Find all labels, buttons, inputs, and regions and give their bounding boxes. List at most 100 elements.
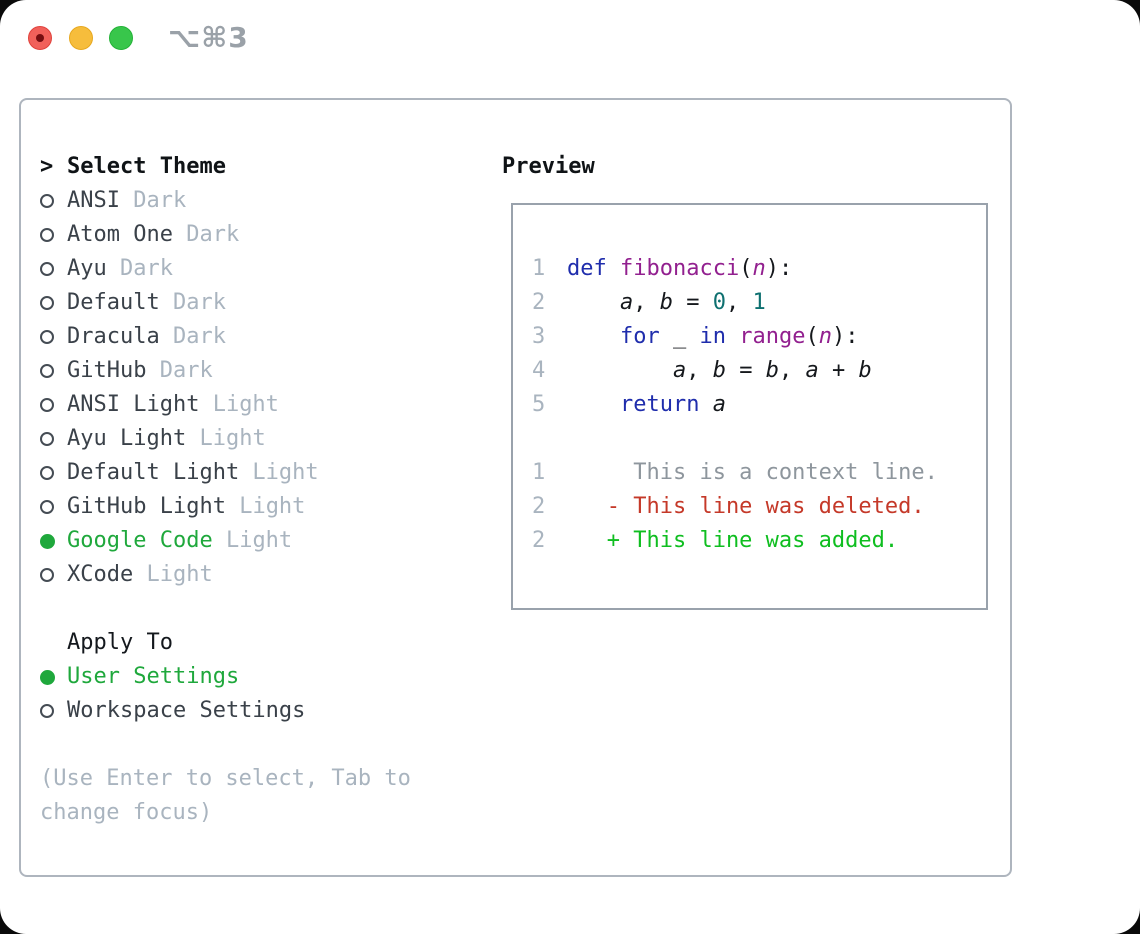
code-text: + This line was added. bbox=[567, 528, 899, 553]
code-line: 2 - This line was deleted. bbox=[532, 490, 938, 524]
theme-option-label: Dracula bbox=[67, 324, 160, 349]
radio-icon bbox=[40, 432, 54, 446]
theme-variant-label: Dark bbox=[146, 358, 213, 383]
theme-option-label: Google Code bbox=[67, 528, 213, 553]
radio-icon bbox=[40, 262, 54, 276]
theme-variant-label: Light bbox=[239, 460, 319, 485]
radio-icon bbox=[40, 398, 54, 412]
theme-variant-label: Dark bbox=[172, 222, 240, 247]
radio-icon bbox=[40, 364, 54, 378]
apply-option-label: User Settings bbox=[67, 664, 240, 689]
theme-variant-label: Light bbox=[212, 528, 293, 553]
theme-option-label: ANSI Light bbox=[67, 392, 200, 417]
theme-option[interactable]: Google Code Light bbox=[40, 524, 480, 558]
preview-title: Preview bbox=[502, 154, 595, 179]
help-text: (Use Enter to select, Tab to change focu… bbox=[40, 766, 411, 825]
theme-option-label: ANSI bbox=[67, 188, 120, 213]
zoom-button[interactable] bbox=[109, 26, 133, 50]
close-button[interactable] bbox=[28, 26, 52, 50]
theme-option-label: Ayu Light bbox=[67, 426, 187, 451]
theme-option-label: Default Light bbox=[67, 460, 240, 485]
theme-option-label: GitHub bbox=[67, 358, 147, 383]
theme-variant-label: Dark bbox=[119, 188, 187, 213]
theme-option[interactable]: ANSI Light Light bbox=[40, 388, 480, 422]
theme-variant-label: Light bbox=[133, 562, 213, 587]
theme-option-label: Atom One bbox=[67, 222, 173, 247]
theme-option[interactable]: Dracula Dark bbox=[40, 320, 480, 354]
radio-icon bbox=[40, 500, 54, 514]
code-line: 4 a, b = b, a + b bbox=[532, 354, 938, 388]
code-line: 2 + This line was added. bbox=[532, 524, 938, 558]
window-shortcut-label: ⌥⌘3 bbox=[168, 21, 249, 54]
code-text: return a bbox=[619, 392, 726, 417]
code-line: 5 return a bbox=[532, 388, 938, 422]
radio-icon bbox=[40, 568, 54, 582]
theme-option[interactable]: GitHub Dark bbox=[40, 354, 480, 388]
radio-icon bbox=[40, 466, 54, 480]
focus-caret-icon: > bbox=[40, 154, 54, 179]
radio-icon bbox=[40, 296, 54, 310]
theme-option-label: GitHub Light bbox=[67, 494, 226, 519]
code-text: This is a context line. bbox=[567, 460, 938, 485]
line-number: 2 bbox=[532, 494, 546, 519]
line-number: 1 bbox=[532, 256, 546, 281]
theme-variant-label: Light bbox=[186, 426, 266, 451]
code-text: a, b = b, a + b bbox=[672, 358, 872, 383]
apply-to-header: Apply To bbox=[40, 626, 480, 660]
theme-option[interactable]: GitHub Light Light bbox=[40, 490, 480, 524]
code-line: 3 for _ in range(n): bbox=[532, 320, 938, 354]
theme-option[interactable]: Default Light Light bbox=[40, 456, 480, 490]
select-theme-title: Select Theme bbox=[67, 154, 226, 179]
radio-icon bbox=[40, 330, 54, 344]
theme-variant-label: Dark bbox=[159, 290, 226, 315]
code-line: 1 def fibonacci(n): bbox=[532, 252, 938, 286]
code-text: def fibonacci(n): bbox=[567, 256, 793, 281]
theme-option-label: Ayu bbox=[67, 256, 107, 281]
theme-option[interactable]: Default Dark bbox=[40, 286, 480, 320]
apply-option[interactable]: User Settings bbox=[40, 660, 480, 694]
theme-variant-label: Light bbox=[199, 392, 279, 417]
code-line bbox=[532, 422, 938, 456]
theme-option[interactable]: ANSI Dark bbox=[40, 184, 480, 218]
code-line: 2 a, b = 0, 1 bbox=[532, 286, 938, 320]
theme-variant-label: Dark bbox=[106, 256, 173, 281]
line-number: 2 bbox=[532, 290, 546, 315]
line-number: 4 bbox=[532, 358, 546, 383]
line-number: 2 bbox=[532, 528, 546, 553]
theme-variant-label: Dark bbox=[159, 324, 226, 349]
code-text: a, b = 0, 1 bbox=[619, 290, 766, 315]
theme-option[interactable]: Ayu Light Light bbox=[40, 422, 480, 456]
radio-icon bbox=[40, 194, 54, 208]
theme-option[interactable]: XCode Light bbox=[40, 558, 480, 592]
radio-icon bbox=[40, 228, 54, 242]
radio-selected-icon bbox=[40, 534, 55, 549]
spacer bbox=[40, 728, 480, 762]
apply-option[interactable]: Workspace Settings bbox=[40, 694, 480, 728]
apply-option-label: Workspace Settings bbox=[67, 698, 306, 723]
apply-to-title: Apply To bbox=[67, 630, 173, 655]
radio-icon bbox=[40, 704, 54, 718]
theme-variant-label: Light bbox=[225, 494, 306, 519]
select-theme-header: > Select Theme bbox=[40, 150, 480, 184]
line-number bbox=[532, 422, 567, 456]
spacer bbox=[40, 592, 480, 626]
line-number: 3 bbox=[532, 324, 546, 349]
theme-option[interactable]: Ayu Dark bbox=[40, 252, 480, 286]
titlebar: ⌥⌘3 bbox=[0, 0, 1140, 76]
line-number: 5 bbox=[532, 392, 546, 417]
code-text: for _ in range(n): bbox=[619, 324, 859, 349]
minimize-button[interactable] bbox=[69, 26, 93, 50]
radio-selected-icon bbox=[40, 670, 55, 685]
theme-option-label: Default bbox=[67, 290, 160, 315]
line-number: 1 bbox=[532, 460, 546, 485]
theme-option[interactable]: Atom One Dark bbox=[40, 218, 480, 252]
code-line: 1 This is a context line. bbox=[532, 456, 938, 490]
theme-option-label: XCode bbox=[67, 562, 134, 587]
